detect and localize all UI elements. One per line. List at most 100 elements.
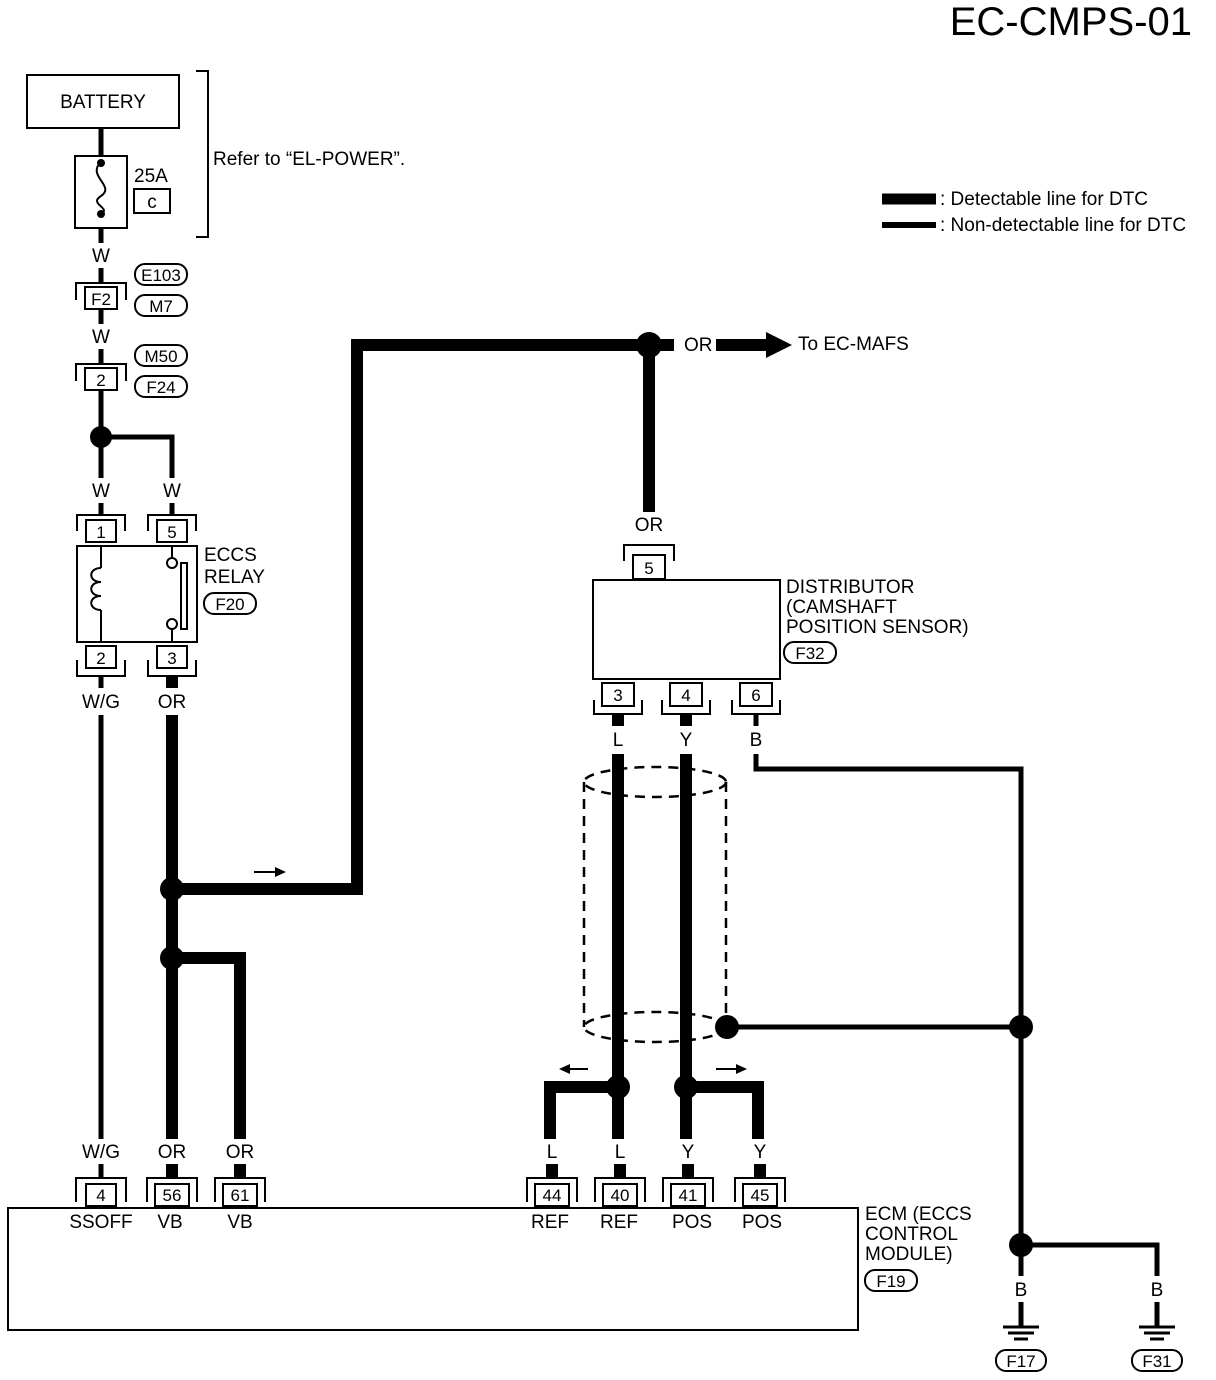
- shield-bottom-ellipse: [582, 1010, 728, 1044]
- connector-2-pin: 2: [96, 371, 105, 390]
- wire-b-ground: [753, 754, 1024, 1245]
- ecm-terminal-pos: POS: [672, 1212, 712, 1233]
- relay-pin-2: 2: [96, 649, 105, 668]
- wire-or-vb-61: [172, 952, 246, 1139]
- relay-label-line2: RELAY: [204, 567, 265, 588]
- wire-color-wg: W/G: [82, 1142, 120, 1163]
- connector-label-m50: M50: [144, 347, 177, 366]
- fuse-terminal-bottom: [97, 210, 105, 218]
- connector-tag-f17: [995, 1349, 1047, 1372]
- power-bracket: [196, 70, 209, 238]
- wire-color-l: L: [613, 730, 624, 751]
- wire-y-pos-45: [686, 1081, 764, 1139]
- connector-f2-pin: F2: [91, 290, 111, 309]
- direction-arrowhead-icon: [275, 867, 286, 877]
- relay-switch-arm-icon: [180, 562, 188, 630]
- fuse-rating: 25A: [134, 166, 168, 187]
- wire-color-y: Y: [754, 1142, 767, 1163]
- ecm-terminal-vb: VB: [227, 1212, 252, 1233]
- ecm-pin-45: 45: [734, 1177, 786, 1207]
- connector-tag-f19: [864, 1269, 918, 1292]
- ecm-terminal-pos: POS: [742, 1212, 782, 1233]
- distributor-pin-3: 3: [613, 686, 622, 705]
- ecm-pin-40: 40: [594, 1177, 646, 1207]
- to-mafs-arrow-icon: [766, 332, 792, 358]
- wire-color-or: OR: [158, 692, 187, 713]
- connector-2-housing: [75, 363, 127, 381]
- wire-color-b: B: [1151, 1280, 1164, 1301]
- connector-tag-m7: [134, 294, 188, 317]
- wire-color-w: W: [92, 481, 110, 502]
- relay-pin-1-box: [85, 519, 117, 543]
- relay-pin-1-housing: [76, 514, 126, 531]
- svg-text:4: 4: [96, 1186, 105, 1205]
- connector-label-f20: F20: [215, 595, 244, 614]
- ecm-label-line2: CONTROL: [865, 1224, 958, 1245]
- ecm-pin-61: 61: [214, 1177, 266, 1207]
- relay-pin-1: 1: [96, 523, 105, 542]
- distributor-label-line1: DISTRIBUTOR: [786, 577, 914, 598]
- relay-pin-5-box: [156, 519, 188, 543]
- relay-pin-3-box: [156, 645, 188, 669]
- relay-pin-3: 3: [167, 649, 176, 668]
- connector-label-f24: F24: [146, 378, 175, 397]
- shield-top-ellipse: [582, 765, 728, 799]
- ecm-pin-44: 44: [526, 1177, 578, 1207]
- relay-label-line1: ECCS: [204, 545, 257, 566]
- distributor-pin-4: 4: [681, 686, 690, 705]
- connector-tag-f24: [134, 375, 188, 398]
- ecm-pin-41: 41: [662, 1177, 714, 1207]
- ground-icon-f31: [1139, 1325, 1175, 1341]
- wire-l-ref-44: [544, 1081, 618, 1139]
- ecm-label-line3: MODULE): [865, 1244, 953, 1265]
- relay-pin-2-box: [85, 645, 117, 669]
- legend-non-detectable-label: : Non-detectable line for DTC: [940, 215, 1186, 236]
- svg-text:61: 61: [231, 1186, 250, 1205]
- wire-color-b: B: [1015, 1280, 1028, 1301]
- relay-pin-5-housing: [147, 514, 197, 531]
- distributor-pin-3-box: [601, 682, 635, 707]
- distributor-pin-6: 6: [751, 686, 760, 705]
- shield-sides: [582, 782, 728, 1027]
- svg-text:56: 56: [163, 1186, 182, 1205]
- connector-tag-f31: [1131, 1349, 1183, 1372]
- connector-label-f17: F17: [1006, 1352, 1035, 1371]
- battery-label: BATTERY: [60, 92, 146, 113]
- distributor-box: [592, 579, 781, 680]
- wire-color-w: W: [92, 327, 110, 348]
- wire-or-to-distributor: [172, 339, 649, 895]
- diagram-title: EC-CMPS-01: [950, 0, 1192, 44]
- wire-color-y: Y: [682, 1142, 695, 1163]
- svg-text:44: 44: [543, 1186, 562, 1205]
- distributor-pin-6-box: [739, 682, 773, 707]
- wire-color-wg: W/G: [82, 692, 120, 713]
- svg-text:45: 45: [751, 1186, 770, 1205]
- distributor-pin-5: 5: [644, 559, 653, 578]
- connector-tag-e103: [134, 263, 188, 286]
- ecm-pin-4: 4: [75, 1177, 127, 1207]
- direction-arrowhead-icon: [559, 1064, 570, 1074]
- ecm-terminal-ssoff: SSOFF: [69, 1212, 132, 1233]
- wire-color-w: W: [163, 481, 181, 502]
- wire-color-l: L: [615, 1142, 626, 1163]
- ecm-box: [7, 1207, 859, 1331]
- svg-text:40: 40: [611, 1186, 630, 1205]
- connector-f2-housing: [75, 282, 127, 300]
- connector-tag-f20: [203, 592, 257, 615]
- relay-pin-5: 5: [167, 523, 176, 542]
- wire-b-ground-f31: [1021, 1242, 1160, 1276]
- fuse-id: c: [147, 192, 157, 213]
- fuse-id-box: [133, 188, 171, 214]
- wire-to-relay-5: [101, 434, 175, 478]
- wire-color-w: W: [92, 246, 110, 267]
- relay-coil-icon: [90, 567, 102, 611]
- direction-arrowhead-icon: [736, 1064, 747, 1074]
- refer-note: Refer to “EL-POWER”.: [213, 149, 405, 170]
- distributor-label-line3: POSITION SENSOR): [786, 617, 969, 638]
- relay-contact-top: [166, 557, 178, 569]
- battery-box: [26, 74, 180, 129]
- to-mafs-label: To EC-MAFS: [798, 334, 909, 355]
- ecm-terminal-ref: REF: [531, 1212, 569, 1233]
- ecm-terminal-ref: REF: [600, 1212, 638, 1233]
